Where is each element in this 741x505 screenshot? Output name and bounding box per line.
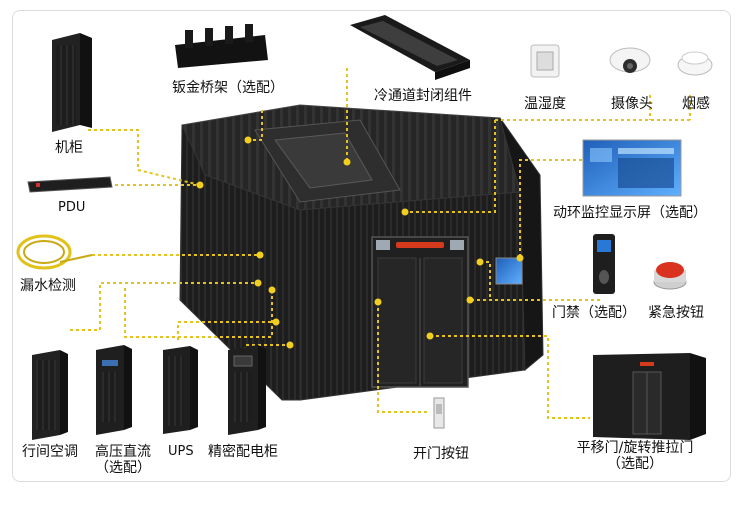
leak-sensor-icon xyxy=(16,234,93,270)
cold-aisle-kit-icon xyxy=(350,15,470,80)
label-smoke: 烟感 xyxy=(682,96,710,112)
label-emergency-button: 紧急按钮 xyxy=(648,305,704,321)
label-sliding-door-line2: （选配） xyxy=(607,456,663,472)
front-monitor-screen xyxy=(495,257,523,285)
label-inrow-ac: 行间空调 xyxy=(22,444,78,460)
label-precision-pdc: 精密配电柜 xyxy=(208,444,278,460)
label-pdu: PDU xyxy=(58,200,86,215)
label-cold-aisle: 冷通道封闭组件 xyxy=(374,88,472,104)
callout-dots xyxy=(196,136,524,349)
label-hvdc-line2: （选配） xyxy=(95,460,151,476)
access-control-icon xyxy=(593,234,615,294)
label-cable-tray: 钣金桥架（选配） xyxy=(172,80,284,96)
smoke-detector-icon xyxy=(677,51,713,76)
led-strip xyxy=(396,242,444,248)
hvdc-cabinet-icon xyxy=(96,345,132,435)
open-door-button-icon xyxy=(433,397,445,429)
label-access-control: 门禁（选配） xyxy=(552,305,636,321)
label-leak-detection: 漏水检测 xyxy=(20,278,76,294)
monitor-display-icon xyxy=(582,139,682,197)
label-open-door-button: 开门按钮 xyxy=(413,446,469,462)
ups-cabinet-icon xyxy=(163,346,198,434)
label-temp-humidity: 温湿度 xyxy=(524,96,566,112)
emergency-button-icon xyxy=(653,262,687,290)
label-hvdc-line1: 高压直流 xyxy=(95,444,151,460)
pdu-icon xyxy=(27,176,113,193)
label-camera: 摄像头 xyxy=(611,96,653,112)
camera-icon xyxy=(609,47,651,73)
label-ups: UPS xyxy=(168,444,194,459)
cabinet-icon xyxy=(52,33,92,132)
label-sliding-door-line1: 平移门/旋转推拉门 xyxy=(576,440,694,456)
label-hvdc: 高压直流 （选配） xyxy=(90,444,156,476)
precision-pdc-icon xyxy=(228,345,266,435)
modular-datacenter xyxy=(179,104,544,401)
label-cabinet: 机柜 xyxy=(55,140,83,156)
label-monitor-screen: 动环监控显示屏（选配） xyxy=(553,205,707,221)
label-sliding-door: 平移门/旋转推拉门 （选配） xyxy=(567,440,703,472)
leader-lines xyxy=(70,68,691,419)
right-side-face xyxy=(499,117,544,372)
temp-humidity-icon xyxy=(530,44,560,78)
cable-tray-icon xyxy=(175,24,268,68)
inrow-ac-icon xyxy=(32,350,68,440)
sliding-door-icon xyxy=(593,353,706,440)
